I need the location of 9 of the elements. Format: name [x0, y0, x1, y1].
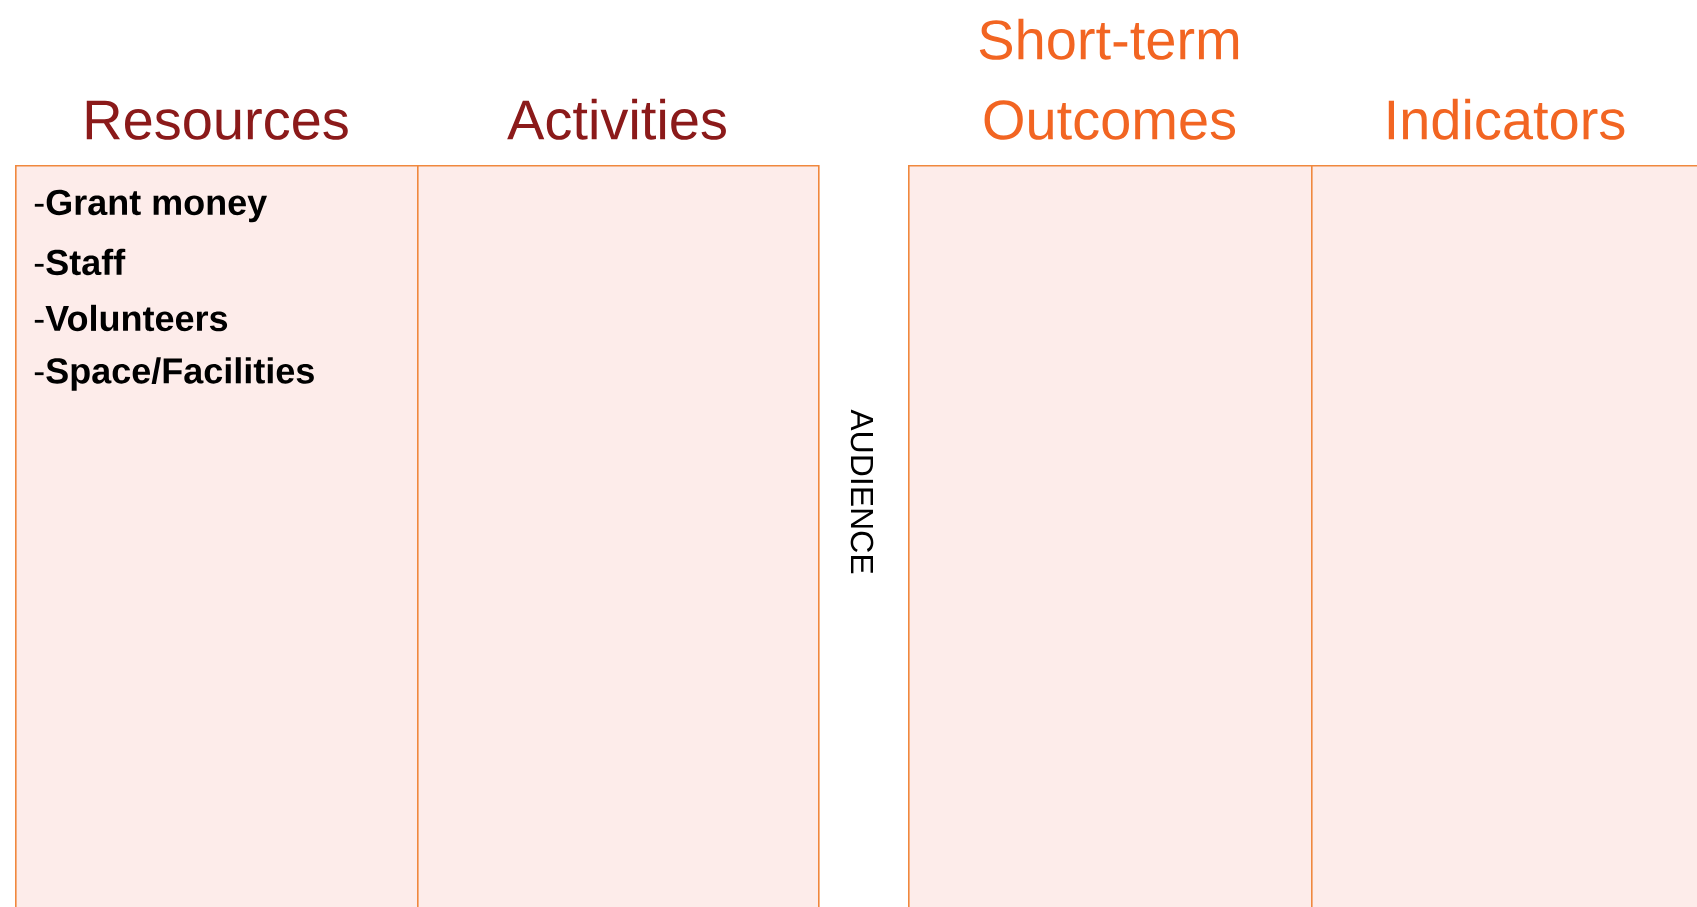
- list-item: -Volunteers: [34, 304, 228, 332]
- rotated-label: AUDIENCE: [850, 409, 874, 574]
- list-item: -Staff: [34, 248, 126, 276]
- column-heading: Indicators: [1388, 98, 1625, 140]
- column-heading: Resources: [86, 100, 348, 140]
- list-item: -Space/Facilities: [34, 357, 314, 391]
- column-heading: Short-term Outcomes: [979, 18, 1239, 140]
- list-item: -Grant money: [34, 189, 267, 223]
- column-heading: Activities: [507, 98, 726, 140]
